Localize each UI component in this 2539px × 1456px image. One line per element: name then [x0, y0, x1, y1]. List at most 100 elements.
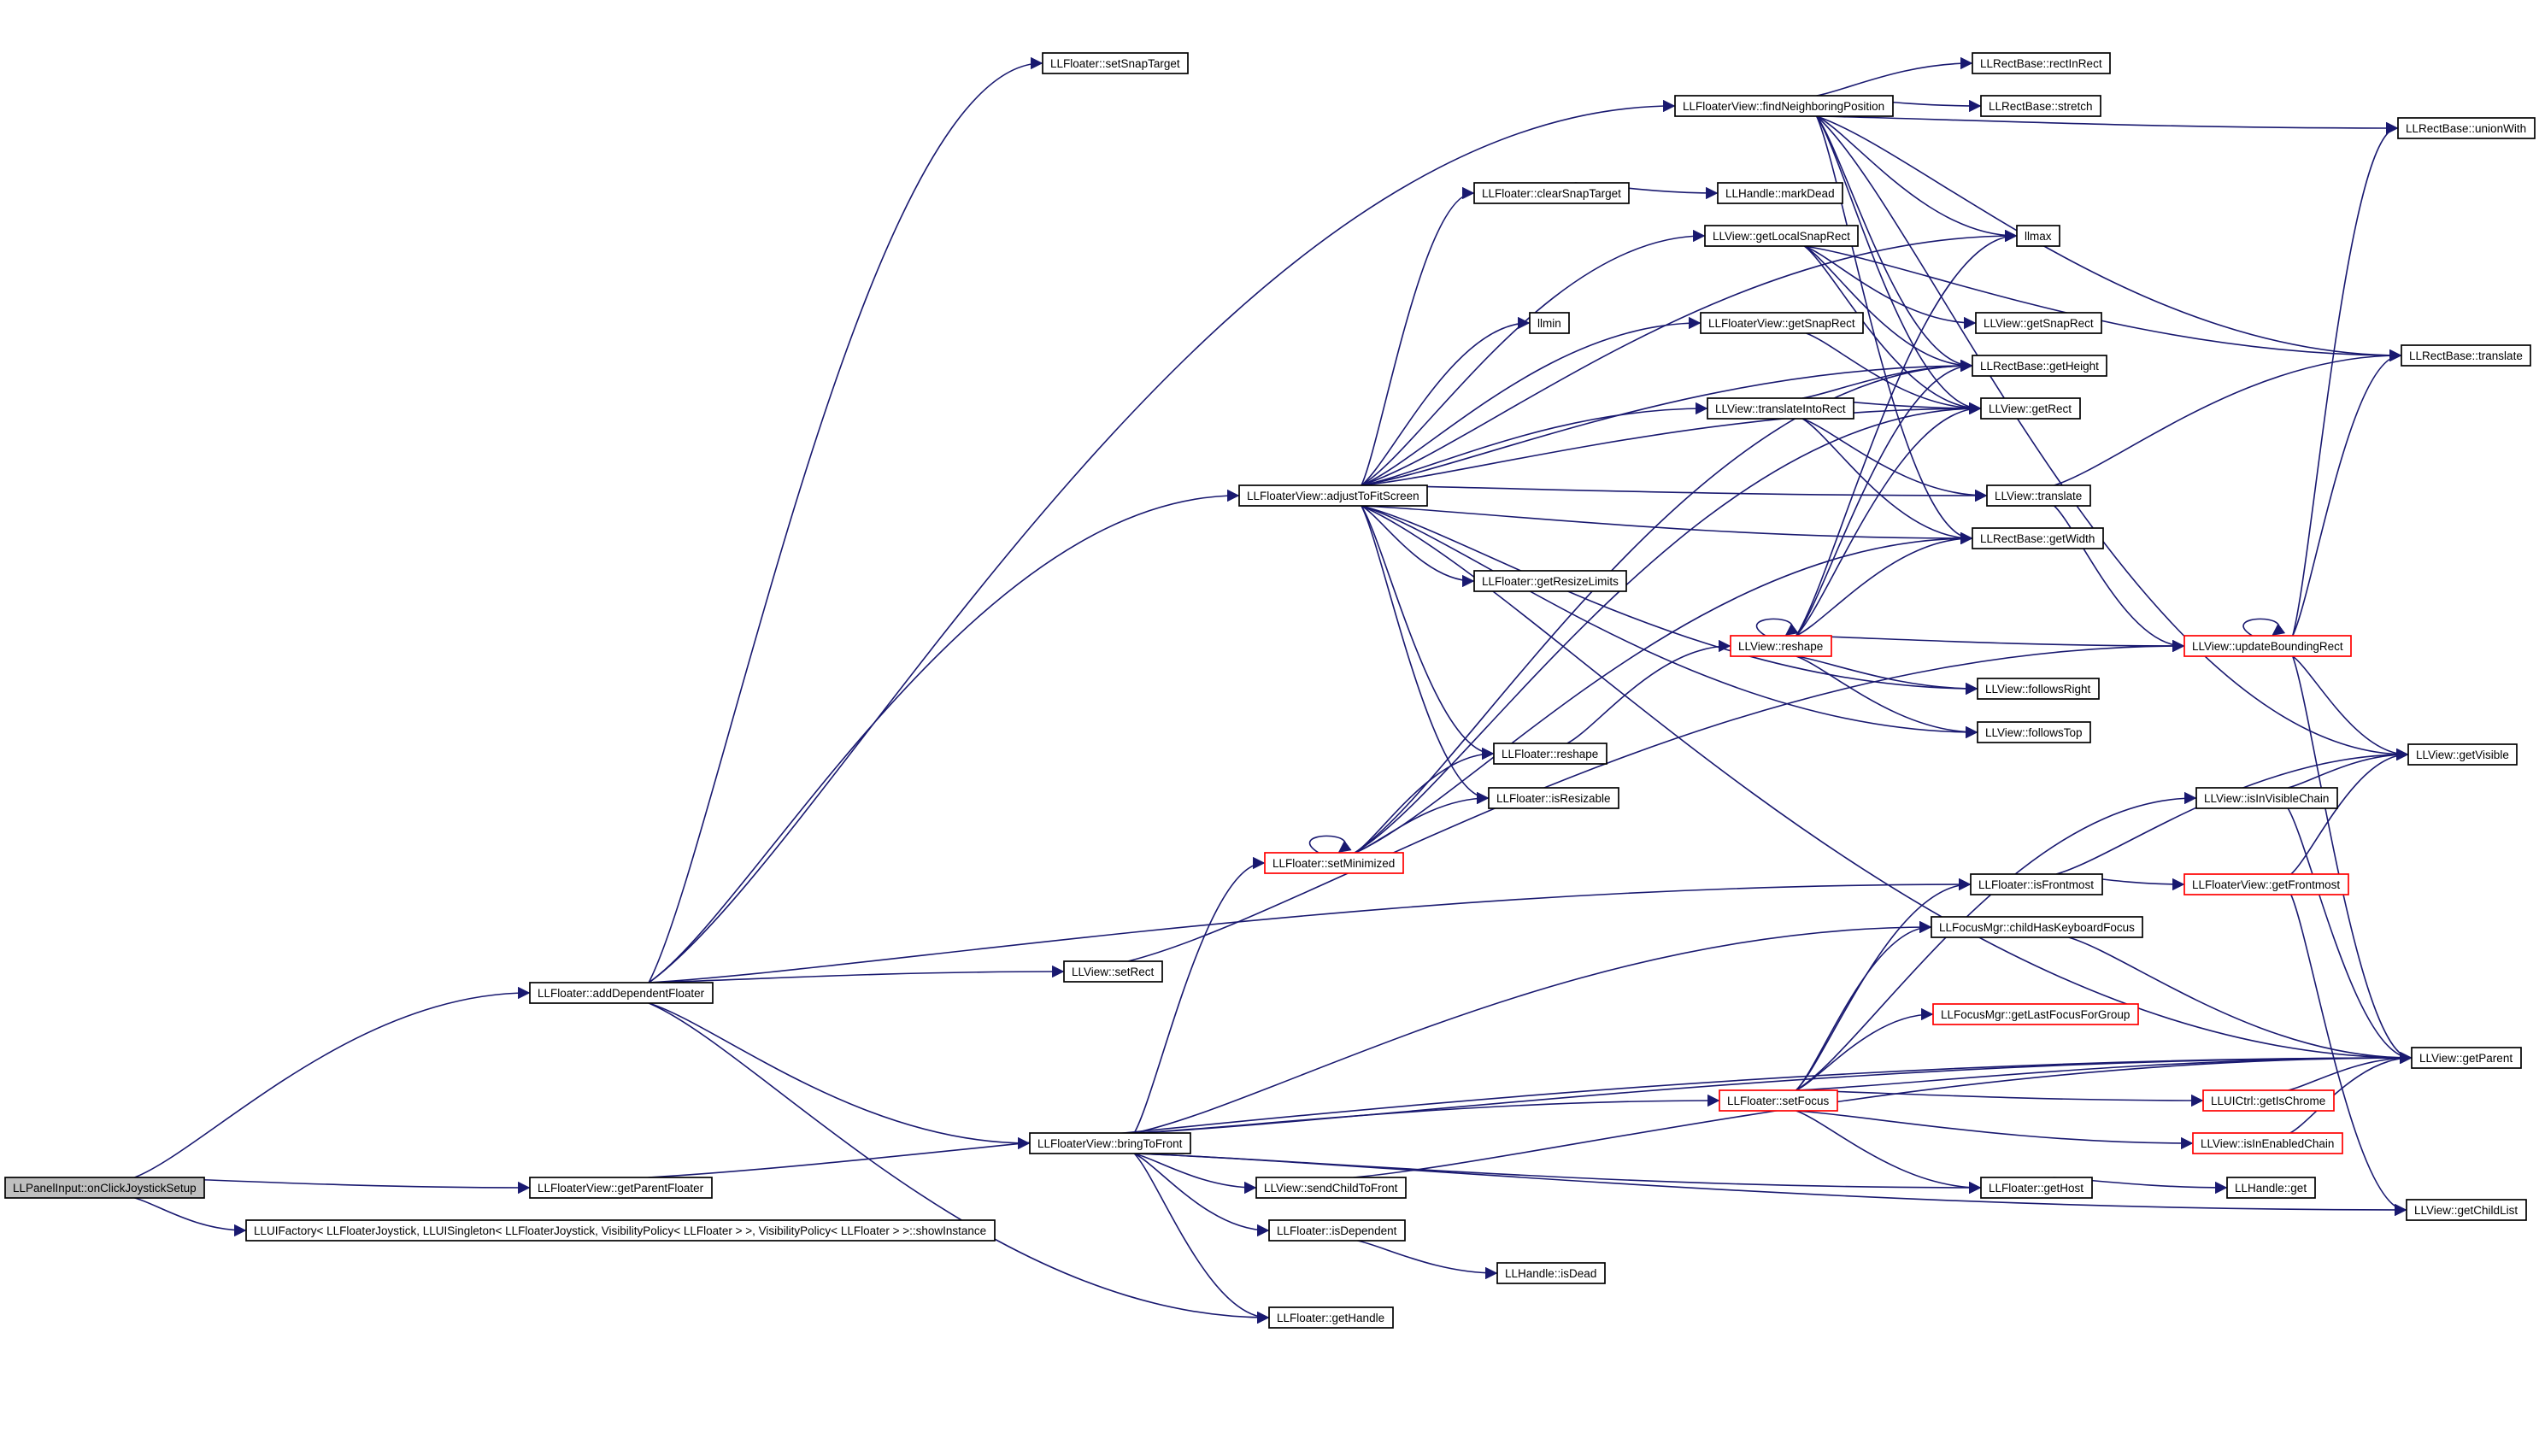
node-find-neighbor[interactable]: LLFloaterView::findNeighboringPosition	[1674, 95, 1894, 117]
node-upd-bound[interactable]: LLView::updateBoundingRect	[2183, 635, 2352, 657]
node-translate-into-rect[interactable]: LLView::translateIntoRect	[1707, 397, 1854, 420]
edge-isInVisibleChain-to-getParent	[2287, 807, 2413, 1065]
edge-adjust-to-fReshape	[1361, 505, 1495, 760]
node-get-resize-limits[interactable]: LLFloater::getResizeLimits	[1473, 570, 1627, 592]
edge-adjust-to-fvGetSnapRect	[1361, 316, 1701, 486]
node-set-rect[interactable]: LLView::setRect	[1063, 960, 1163, 983]
node-box	[1717, 182, 1843, 204]
node-is-dead[interactable]: LLHandle::isDead	[1496, 1262, 1606, 1284]
edge-adjust-to-vTranslate	[1361, 484, 1988, 502]
call-edge	[648, 1051, 2413, 1178]
call-edge	[1361, 229, 1706, 486]
call-edge	[2291, 655, 2413, 1065]
call-edge	[2290, 748, 2409, 875]
node-box	[2406, 1199, 2527, 1221]
edge-childHasKF-to-getParent	[2068, 936, 2413, 1065]
call-edge	[1354, 531, 1973, 854]
node-label: LLHandle::get	[2235, 1182, 2307, 1195]
call-edge	[1803, 245, 1982, 415]
node-follows-right[interactable]: LLView::followsRight	[1977, 678, 2100, 700]
node-get-parent-floater[interactable]: LLFloaterView::getParentFloater	[529, 1177, 713, 1199]
call-edge	[1756, 618, 1799, 637]
edge-translateIntoRect-to-vTranslate	[1801, 418, 1988, 502]
node-box	[1975, 312, 2102, 334]
node-bring-to-front[interactable]: LLFloaterView::bringToFront	[1029, 1132, 1191, 1154]
node-v-reshape[interactable]: LLView::reshape	[1730, 635, 1832, 657]
call-edge	[1361, 505, 1973, 545]
node-is-frontmost[interactable]: LLFloater::isFrontmost	[1970, 873, 2103, 895]
node-fv-get-snap-rect[interactable]: LLFloaterView::getSnapRect	[1700, 312, 1864, 334]
node-layer: LLPanelInput::onClickJoystickSetupLLFloa…	[4, 52, 2536, 1329]
call-edge	[1133, 1153, 1270, 1324]
node-is-in-visible-chain[interactable]: LLView::isInVisibleChain	[2195, 787, 2338, 809]
node-box	[1980, 95, 2101, 117]
call-edge	[1361, 186, 1475, 486]
node-mark-dead[interactable]: LLHandle::markDead	[1717, 182, 1843, 204]
node-label: LLView::getLocalSnapRect	[1713, 230, 1850, 243]
node-label: LLRectBase::rectInRect	[1980, 57, 2102, 70]
node-stretch[interactable]: LLRectBase::stretch	[1980, 95, 2101, 117]
node-box	[2192, 1132, 2343, 1154]
node-get-last-focus[interactable]: LLFocusMgr::getLastFocusForGroup	[1932, 1003, 2139, 1025]
node-get-host[interactable]: LLFloater::getHost	[1980, 1177, 2093, 1199]
call-edge	[1816, 115, 1982, 415]
node-set-snap-target[interactable]: LLFloater::setSnapTarget	[1042, 52, 1189, 74]
node-label: LLPanelInput::onClickJoystickSetup	[13, 1182, 197, 1195]
call-edge	[648, 99, 1676, 983]
node-get-height[interactable]: LLRectBase::getHeight	[1972, 355, 2107, 377]
node-child-has-k-f[interactable]: LLFocusMgr::childHasKeyboardFocus	[1931, 916, 2143, 938]
node-get-frontmost[interactable]: LLFloaterView::getFrontmost	[2183, 873, 2349, 895]
node-v-get-snap-rect[interactable]: LLView::getSnapRect	[1975, 312, 2102, 334]
node-follows-top[interactable]: LLView::followsTop	[1977, 721, 2091, 743]
node-is-in-enabled-chain[interactable]: LLView::isInEnabledChain	[2192, 1132, 2343, 1154]
node-get-handle[interactable]: LLFloater::getHandle	[1268, 1306, 1394, 1329]
node-set-focus[interactable]: LLFloater::setFocus	[1719, 1089, 1838, 1112]
edge-bringToFront-to-sendChildToFront	[1134, 1153, 1257, 1195]
node-v-translate[interactable]: LLView::translate	[1986, 484, 2091, 507]
node-rect-in-rect[interactable]: LLRectBase::rectInRect	[1972, 52, 2111, 74]
call-edge	[2290, 894, 2407, 1217]
node-llmin[interactable]: llmin	[1529, 312, 1570, 334]
node-label: LLFloater::clearSnapTarget	[1482, 187, 1621, 200]
call-edge	[648, 1002, 1031, 1150]
node-show-instance[interactable]: LLUIFactory< LLFloaterJoystick, LLUISing…	[245, 1219, 996, 1242]
node-label: LLView::getRect	[1989, 402, 2072, 415]
node-box	[1264, 852, 1404, 874]
edge-bringToFront-to-childHasKF	[1134, 920, 1932, 1134]
node-clear-snap[interactable]: LLFloater::clearSnapTarget	[1473, 182, 1630, 204]
node-is-dependent[interactable]: LLFloater::isDependent	[1268, 1219, 1406, 1242]
edge-vReshape-to-followsTop	[1796, 655, 1978, 739]
call-edge	[1816, 115, 1973, 545]
node-add-dep[interactable]: LLFloater::addDependentFloater	[529, 982, 714, 1004]
node-send-child-to-front[interactable]: LLView::sendChildToFront	[1255, 1177, 1407, 1199]
edge-updBound-to-unionWith	[2291, 121, 2399, 637]
node-box	[1255, 1177, 1407, 1199]
edge-setMinimized-to-isResizable	[1355, 791, 1490, 854]
edge-findNeighbor-to-rectInRect	[1816, 56, 1973, 97]
node-get-child-list[interactable]: LLView::getChildList	[2406, 1199, 2527, 1221]
node-adjust[interactable]: LLFloaterView::adjustToFitScreen	[1238, 484, 1428, 507]
call-edge	[648, 489, 1240, 983]
node-get-local-snap-rect[interactable]: LLView::getLocalSnapRect	[1704, 225, 1859, 247]
node-union-with[interactable]: LLRectBase::unionWith	[2397, 117, 2536, 139]
edge-getLocalSnapRect-to-getRect	[1803, 245, 1982, 415]
node-f-reshape[interactable]: LLFloater::reshape	[1493, 743, 1607, 765]
call-edge	[649, 878, 1972, 983]
node-label: LLView::getVisible	[2416, 749, 2509, 761]
node-get-is-chrome[interactable]: LLUICtrl::getIsChrome	[2202, 1089, 2335, 1112]
node-root[interactable]: LLPanelInput::onClickJoystickSetup	[4, 1177, 205, 1199]
node-rb-translate[interactable]: LLRectBase::translate	[2401, 344, 2531, 367]
node-get-visible[interactable]: LLView::getVisible	[2407, 743, 2518, 766]
call-edge	[1796, 531, 1973, 637]
edge-findNeighbor-to-getWidth	[1816, 115, 1973, 545]
node-label: LLView::translate	[1995, 490, 2082, 502]
node-get-rect[interactable]: LLView::getRect	[1980, 397, 2081, 420]
node-label: LLFocusMgr::getLastFocusForGroup	[1941, 1008, 2130, 1021]
node-h-get[interactable]: LLHandle::get	[2226, 1177, 2316, 1199]
node-get-parent[interactable]: LLView::getParent	[2411, 1047, 2522, 1069]
node-is-resizable[interactable]: LLFloater::isResizable	[1488, 787, 1619, 809]
node-llmax[interactable]: llmax	[2016, 225, 2060, 247]
node-box	[2226, 1177, 2316, 1199]
node-get-width[interactable]: LLRectBase::getWidth	[1972, 527, 2104, 549]
node-set-minimized[interactable]: LLFloater::setMinimized	[1264, 852, 1404, 874]
